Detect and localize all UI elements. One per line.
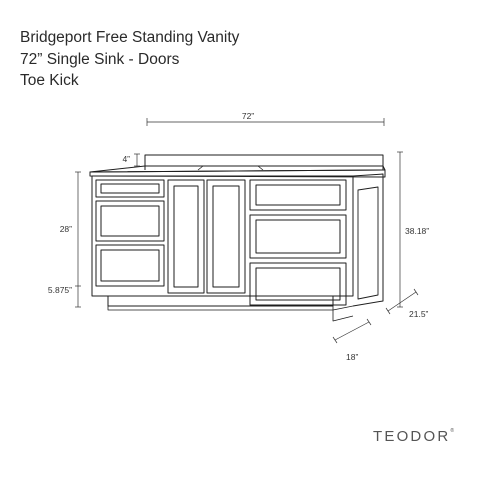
drawer-height-label: 28” [60,224,72,234]
toe-kick [107,296,334,307]
door-left-panel [173,185,199,288]
left-drawer-1 [95,179,165,198]
right-drawer-2 [249,214,347,259]
title-line-name: Bridgeport Free Standing Vanity [20,29,240,46]
left-drawer-1-panel [100,183,160,194]
right-drawer-2-panel [255,219,341,254]
door-pair [167,179,246,294]
depth-tick-back [413,288,419,296]
registered-mark: ® [450,428,455,434]
right-drawer-1-panel [255,184,341,206]
left-drawer-stack [95,179,165,287]
toe-kick-label: 5.875” [48,285,72,295]
base-depth-tick-back [366,318,372,326]
depth-label: 21.5” [409,309,429,319]
depth-dimension-line [387,291,417,312]
right-drawer-3 [249,262,347,306]
depth-tick-front [385,307,391,315]
width-label: 72” [242,111,254,121]
door-left [167,179,205,294]
base-depth-tick-front [332,336,338,344]
base-depth-label: 18” [346,352,358,362]
cabinet-body [91,175,354,297]
total-height-label: 38.18” [405,226,429,236]
side-panel-frame [357,186,379,300]
left-drawer-3 [95,244,165,287]
toe-kick-base [107,305,354,311]
door-right [206,179,246,294]
right-drawer-3-panel [255,267,341,301]
left-drawer-3-panel [100,249,160,282]
left-drawer-2-panel [100,205,160,237]
brand-logo: TEODOR® [373,428,454,445]
backsplash-label: 4” [122,154,130,164]
backsplash [144,154,384,170]
right-drawer-stack [249,179,347,306]
left-drawer-2 [95,200,165,242]
cabinet-side-panel [352,173,384,307]
right-drawer-1 [249,179,347,211]
countertop-front [89,169,386,178]
product-title: Bridgeport Free Standing Vanity 72” Sing… [20,27,239,92]
sink [197,165,264,171]
base-depth-dimension-line [334,321,370,341]
title-line-variant: Toe Kick [20,72,79,89]
title-line-size: 72” Single Sink - Doors [20,50,180,68]
brand-name: TEODOR [373,428,451,445]
toe-kick-side [332,306,354,322]
door-right-panel [212,185,240,288]
